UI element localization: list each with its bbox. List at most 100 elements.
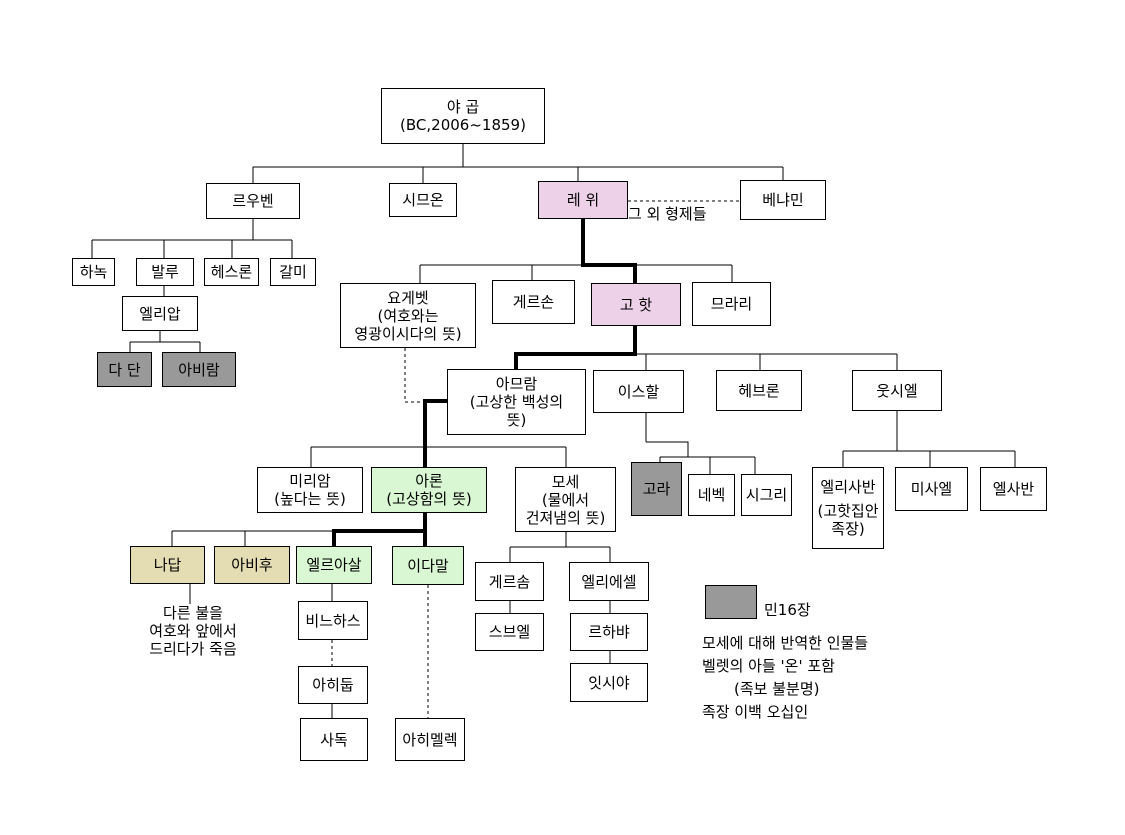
node-subtitle: 족장) bbox=[831, 520, 865, 538]
node-label: 웃시엘 bbox=[876, 381, 918, 400]
node-label: 발루 bbox=[151, 263, 179, 281]
node-label: 이스할 bbox=[617, 382, 660, 401]
node-label: 미사엘 bbox=[910, 480, 953, 498]
node-ithamar: 이다말 bbox=[392, 546, 464, 585]
node-label: 엘리사반 bbox=[820, 478, 876, 496]
node-moses: 모세 (물에서 건져냄의 뜻) bbox=[515, 467, 616, 532]
node-abihu: 아비후 bbox=[214, 546, 290, 584]
node-nadab: 나답 bbox=[130, 546, 205, 584]
node-label: 게르솜 bbox=[488, 572, 531, 591]
node-eliab: 엘리압 bbox=[122, 296, 198, 331]
node-miriam: 미리암 (높다는 뜻) bbox=[257, 467, 363, 513]
node-label: 이다말 bbox=[407, 556, 449, 575]
node-label: 시그리 bbox=[745, 486, 788, 504]
note-line: 여호와 앞에서 bbox=[149, 622, 237, 640]
node-label: 다 단 bbox=[108, 360, 141, 379]
legend-line: 벨렛의 아들 '온' 포함 bbox=[702, 657, 835, 675]
node-mishael: 미사엘 bbox=[895, 467, 968, 511]
node-label: 나답 bbox=[153, 556, 182, 574]
node-rehabiah: 르하뱌 bbox=[570, 613, 648, 651]
node-elzaphan: 엘사반 bbox=[980, 467, 1047, 511]
node-label: 갈미 bbox=[279, 263, 307, 281]
node-gershom: 게르솜 bbox=[475, 562, 544, 601]
node-amram: 아므람 (고상한 백성의 뜻) bbox=[447, 369, 586, 435]
node-ahimelech: 아히멜렉 bbox=[395, 718, 465, 761]
node-zadok: 사독 bbox=[300, 718, 368, 761]
node-dathan: 다 단 bbox=[97, 352, 152, 387]
node-label: 헤브론 bbox=[738, 381, 780, 400]
node-nepheg: 네벡 bbox=[688, 474, 735, 516]
node-benjamin: 베냐민 bbox=[740, 180, 826, 220]
node-subtitle: 건져냄의 뜻) bbox=[525, 508, 606, 527]
node-label: 아므람 bbox=[495, 375, 538, 393]
node-simeon: 시므온 bbox=[389, 183, 457, 217]
node-uzziel: 웃시엘 bbox=[852, 370, 942, 411]
node-label: 미리암 bbox=[289, 472, 331, 490]
node-abiram: 아비람 bbox=[162, 352, 236, 387]
node-label: 스브엘 bbox=[488, 623, 531, 641]
node-label: 헤스론 bbox=[210, 263, 253, 281]
node-label: 게르손 bbox=[512, 293, 555, 311]
node-zichri: 시그리 bbox=[741, 474, 792, 516]
node-jochebed: 요게벳 (여호와는 영광이시다의 뜻) bbox=[340, 283, 476, 348]
node-label: 베냐민 bbox=[762, 191, 804, 209]
node-elizaphan: 엘리사반 (고핫집안 족장) bbox=[812, 467, 884, 549]
node-hezron: 헤스론 bbox=[204, 258, 259, 286]
note-nadab-abihu: 다른 불을 여호와 앞에서 드리다가 죽음 bbox=[130, 604, 256, 658]
node-levi: 레 위 bbox=[538, 181, 628, 219]
legend-line: 족장 이백 오십인 bbox=[702, 703, 809, 721]
node-label: 엘리에셀 bbox=[581, 572, 637, 591]
node-korah: 고라 bbox=[631, 462, 682, 516]
node-label: 고 핫 bbox=[619, 295, 653, 314]
node-label: 사독 bbox=[320, 730, 348, 749]
node-pallu: 발루 bbox=[136, 258, 194, 286]
node-label: 아히멜렉 bbox=[402, 730, 458, 749]
node-aaron: 아론 (고상함의 뜻) bbox=[371, 467, 487, 513]
node-subtitle: 영광이시다의 뜻) bbox=[354, 324, 462, 343]
note-line: 드리다가 죽음 bbox=[149, 640, 237, 658]
node-label: 르하뱌 bbox=[588, 623, 630, 641]
node-carmi: 갈미 bbox=[270, 258, 316, 286]
legend-line: 모세에 대해 반역한 인물들 bbox=[702, 634, 869, 652]
node-kohath: 고 핫 bbox=[591, 283, 681, 326]
legend-description: 모세에 대해 반역한 인물들 벨렛의 아들 '온' 포함 (족보 불분명) 족장… bbox=[702, 632, 868, 724]
node-subtitle: (고상한 백성의 bbox=[469, 393, 564, 411]
node-label: 르우벤 bbox=[232, 192, 274, 210]
node-reuben: 르우벤 bbox=[206, 183, 300, 219]
node-jacob: 야 곱 (BC,2006~1859) bbox=[381, 88, 545, 144]
node-label: 모세 bbox=[551, 472, 580, 491]
node-subtitle: (고상함의 뜻) bbox=[386, 490, 472, 508]
node-label: 레 위 bbox=[566, 191, 600, 209]
node-label: 아론 bbox=[415, 472, 443, 490]
node-label: 엘리압 bbox=[139, 304, 181, 323]
node-label: 아비후 bbox=[231, 556, 273, 574]
node-label: 아히둡 bbox=[312, 676, 354, 694]
node-label: 아비람 bbox=[178, 360, 220, 379]
node-label: 하녹 bbox=[79, 263, 108, 281]
node-isshiah: 잇시야 bbox=[570, 663, 648, 702]
node-label: 잇시야 bbox=[588, 673, 630, 692]
node-label: 엘사반 bbox=[992, 480, 1035, 498]
node-label: 네벡 bbox=[697, 486, 726, 504]
node-label: 요게벳 bbox=[387, 288, 429, 307]
node-gershon: 게르손 bbox=[492, 280, 575, 324]
legend-swatch-label: 민16장 bbox=[764, 601, 811, 619]
node-phinehas: 비느하스 bbox=[298, 601, 368, 640]
node-label: 엘르아살 bbox=[306, 556, 362, 574]
node-hebron: 헤브론 bbox=[716, 370, 802, 411]
node-subtitle: (물에서 bbox=[541, 490, 590, 509]
node-hanoch: 하녹 bbox=[72, 258, 115, 286]
node-izhar: 이스할 bbox=[593, 370, 684, 413]
node-merari: 므라리 bbox=[692, 282, 771, 326]
node-eleazar: 엘르아살 bbox=[296, 546, 372, 584]
node-label: 고라 bbox=[642, 480, 671, 498]
node-subtitle: 뜻) bbox=[506, 411, 527, 429]
node-subtitle: (BC,2006~1859) bbox=[400, 116, 526, 134]
node-label: 야 곱 bbox=[446, 98, 480, 116]
node-eliezer: 엘리에셀 bbox=[569, 562, 649, 601]
node-label: 시므온 bbox=[402, 191, 444, 209]
note-line: 다른 불을 bbox=[163, 604, 223, 622]
node-subtitle: (높다는 뜻) bbox=[274, 490, 346, 508]
node-shebuel: 스브엘 bbox=[475, 613, 544, 651]
